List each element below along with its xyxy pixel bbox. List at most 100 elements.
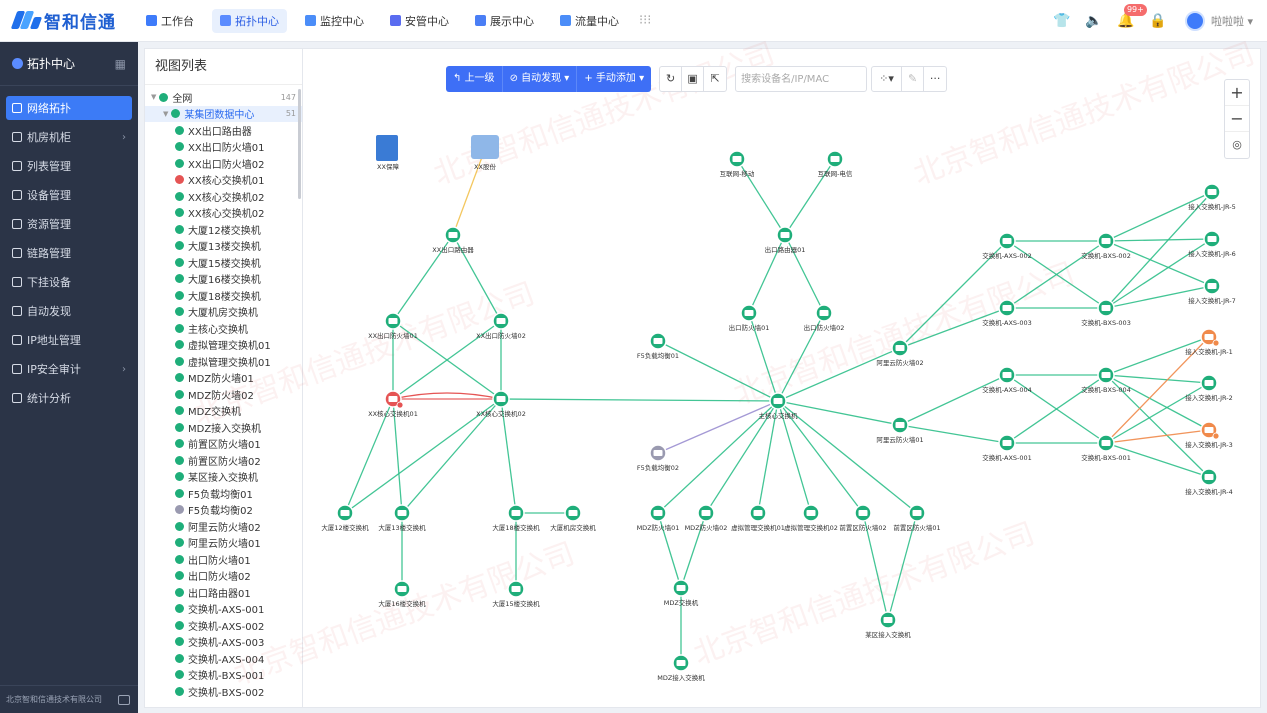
tree-node[interactable]: 交换机-AXS-003	[145, 634, 302, 651]
speaker-icon[interactable]: 🔈	[1084, 12, 1103, 29]
topology-link[interactable]	[777, 347, 901, 402]
tree-node[interactable]: 出口防火墙01	[145, 551, 302, 568]
topology-link[interactable]	[899, 424, 1008, 444]
up-level-button[interactable]: ↰ 上一级	[446, 66, 503, 92]
topology-node[interactable]: 交换机-BXS-004	[1081, 366, 1131, 394]
topology-node[interactable]: MDZ接入交换机	[657, 654, 705, 682]
tree-node[interactable]: 虚拟管理交换机01	[145, 337, 302, 354]
topology-link[interactable]	[680, 512, 707, 589]
more-icon[interactable]: ···	[929, 72, 941, 85]
topology-node[interactable]: XX核心交换机02	[476, 390, 526, 418]
tree-node[interactable]: 阿里云防火墙02	[145, 518, 302, 535]
topology-link[interactable]	[777, 400, 918, 514]
topology-node[interactable]: 大厦15楼交换机	[492, 580, 540, 608]
topology-link[interactable]	[1105, 442, 1210, 478]
tree-node[interactable]: 前置区防火墙02	[145, 452, 302, 469]
tree-node[interactable]: 大厦12楼交换机	[145, 221, 302, 238]
tree-node[interactable]: 大厦13楼交换机	[145, 238, 302, 255]
topology-link[interactable]	[1105, 429, 1210, 444]
topology-node[interactable]: 互联网-电信	[818, 150, 853, 178]
grid-icon[interactable]: ▦	[114, 56, 126, 71]
topology-node[interactable]: 接入交换机-JR-7	[1188, 277, 1236, 305]
topology-node[interactable]: 虚拟管理交换机01	[731, 504, 785, 532]
topology-link[interactable]	[1006, 374, 1107, 444]
tree-node[interactable]: XX出口防火墙01	[145, 139, 302, 156]
topology-link[interactable]	[862, 512, 889, 621]
tree-node[interactable]: 大厦15楼交换机	[145, 254, 302, 271]
tree-node[interactable]: 前置区防火墙01	[145, 436, 302, 453]
sidebar-item[interactable]: 下挂设备	[6, 270, 132, 294]
topology-link[interactable]	[657, 340, 779, 402]
tree-node[interactable]: 阿里云防火墙01	[145, 535, 302, 552]
topology-link[interactable]	[657, 400, 779, 454]
user-name[interactable]: 啦啦啦 ▾	[1210, 14, 1253, 28]
topology-node[interactable]: 阿里云防火墙02	[876, 339, 924, 367]
topology-link[interactable]	[401, 398, 502, 514]
topology-node[interactable]: 交换机-AXS-003	[982, 299, 1032, 327]
tree-node[interactable]: XX核心交换机02	[145, 205, 302, 222]
refresh-icon[interactable]: ↻	[660, 67, 683, 91]
auto-discover-button[interactable]: ⊘ 自动发现 ▾	[503, 66, 578, 92]
sidebar-item[interactable]: 网络拓扑	[6, 96, 132, 120]
apps-grid-icon[interactable]: ⁝⁝⁝	[639, 13, 652, 28]
topology-link[interactable]	[777, 312, 825, 402]
topology-node[interactable]: 大厦16楼交换机	[378, 580, 426, 608]
tree-node[interactable]: MDZ交换机	[145, 403, 302, 420]
nav-item[interactable]: 监控中心	[297, 9, 372, 33]
topology-link[interactable]	[1105, 382, 1210, 444]
sidebar-item[interactable]: 资源管理	[6, 212, 132, 236]
topology-link[interactable]	[705, 400, 779, 514]
topology-link[interactable]	[392, 392, 502, 400]
caret-down-icon[interactable]: ▼	[151, 93, 157, 102]
topology-link[interactable]	[500, 398, 517, 514]
topology-link[interactable]	[1105, 238, 1213, 242]
caret-down-icon[interactable]: ▼	[163, 109, 169, 118]
zoom-in-icon[interactable]: +	[1225, 80, 1249, 106]
tree-node[interactable]: MDZ接入交换机	[145, 419, 302, 436]
topology-link[interactable]	[657, 400, 779, 514]
topology-node[interactable]: 阿里云防火墙01	[876, 416, 924, 444]
topology-link[interactable]	[757, 400, 779, 514]
tree-node[interactable]: 大厦16楼交换机	[145, 271, 302, 288]
topology-link[interactable]	[784, 158, 836, 236]
sidebar-item[interactable]: 自动发现	[6, 299, 132, 323]
tree-node[interactable]: 虚拟管理交换机01	[145, 353, 302, 370]
topology-link[interactable]	[1105, 191, 1213, 242]
topology-node[interactable]: XX出口路由器	[432, 226, 474, 254]
topology-link[interactable]	[1105, 374, 1210, 478]
topology-link[interactable]	[500, 398, 779, 402]
topology-link[interactable]	[899, 240, 1008, 349]
fit-view-icon[interactable]: ◎	[1232, 138, 1242, 151]
tree-node[interactable]: 某区接入交换机	[145, 469, 302, 486]
topology-link[interactable]	[1105, 374, 1210, 384]
topology-node[interactable]: XX出口防火墙01	[368, 312, 418, 340]
topology-link[interactable]	[899, 307, 1008, 349]
tree-node[interactable]: 交换机-BXS-001	[145, 667, 302, 684]
topology-node[interactable]: XX保障	[376, 135, 399, 171]
tree-node[interactable]: 交换机-AXS-002	[145, 617, 302, 634]
topology-node[interactable]: 接入交换机-JR-3	[1185, 421, 1233, 449]
topology-node[interactable]: 大厦18楼交换机	[492, 504, 540, 532]
topology-link[interactable]	[736, 158, 786, 236]
topology-node[interactable]: 前置区防火墙02	[839, 504, 887, 532]
layout-icon[interactable]: ⁘▾	[872, 67, 903, 91]
topology-node[interactable]: MDZ交换机	[664, 579, 699, 607]
topology-node[interactable]: 交换机-BXS-003	[1081, 299, 1131, 327]
tree-node[interactable]: F5负载均衡01	[145, 485, 302, 502]
topology-link[interactable]	[887, 512, 918, 621]
tree-scrollbar[interactable]	[298, 89, 301, 199]
sidebar-item[interactable]: 列表管理	[6, 154, 132, 178]
topology-node[interactable]: 主核心交换机	[759, 392, 799, 420]
topology-link[interactable]	[392, 320, 502, 400]
topology-link[interactable]	[1105, 285, 1213, 309]
topology-link[interactable]	[748, 234, 786, 314]
sidebar-item[interactable]: 机房机柜›	[6, 125, 132, 149]
topology-link[interactable]	[777, 400, 864, 514]
tree-node[interactable]: XX核心交换机01	[145, 172, 302, 189]
tree-node[interactable]: 大厦机房交换机	[145, 304, 302, 321]
topology-node[interactable]: MDZ防火墙02	[685, 504, 728, 532]
topology-node[interactable]: 出口防火墙01	[729, 304, 770, 332]
edit-icon[interactable]: ✎	[902, 67, 925, 91]
